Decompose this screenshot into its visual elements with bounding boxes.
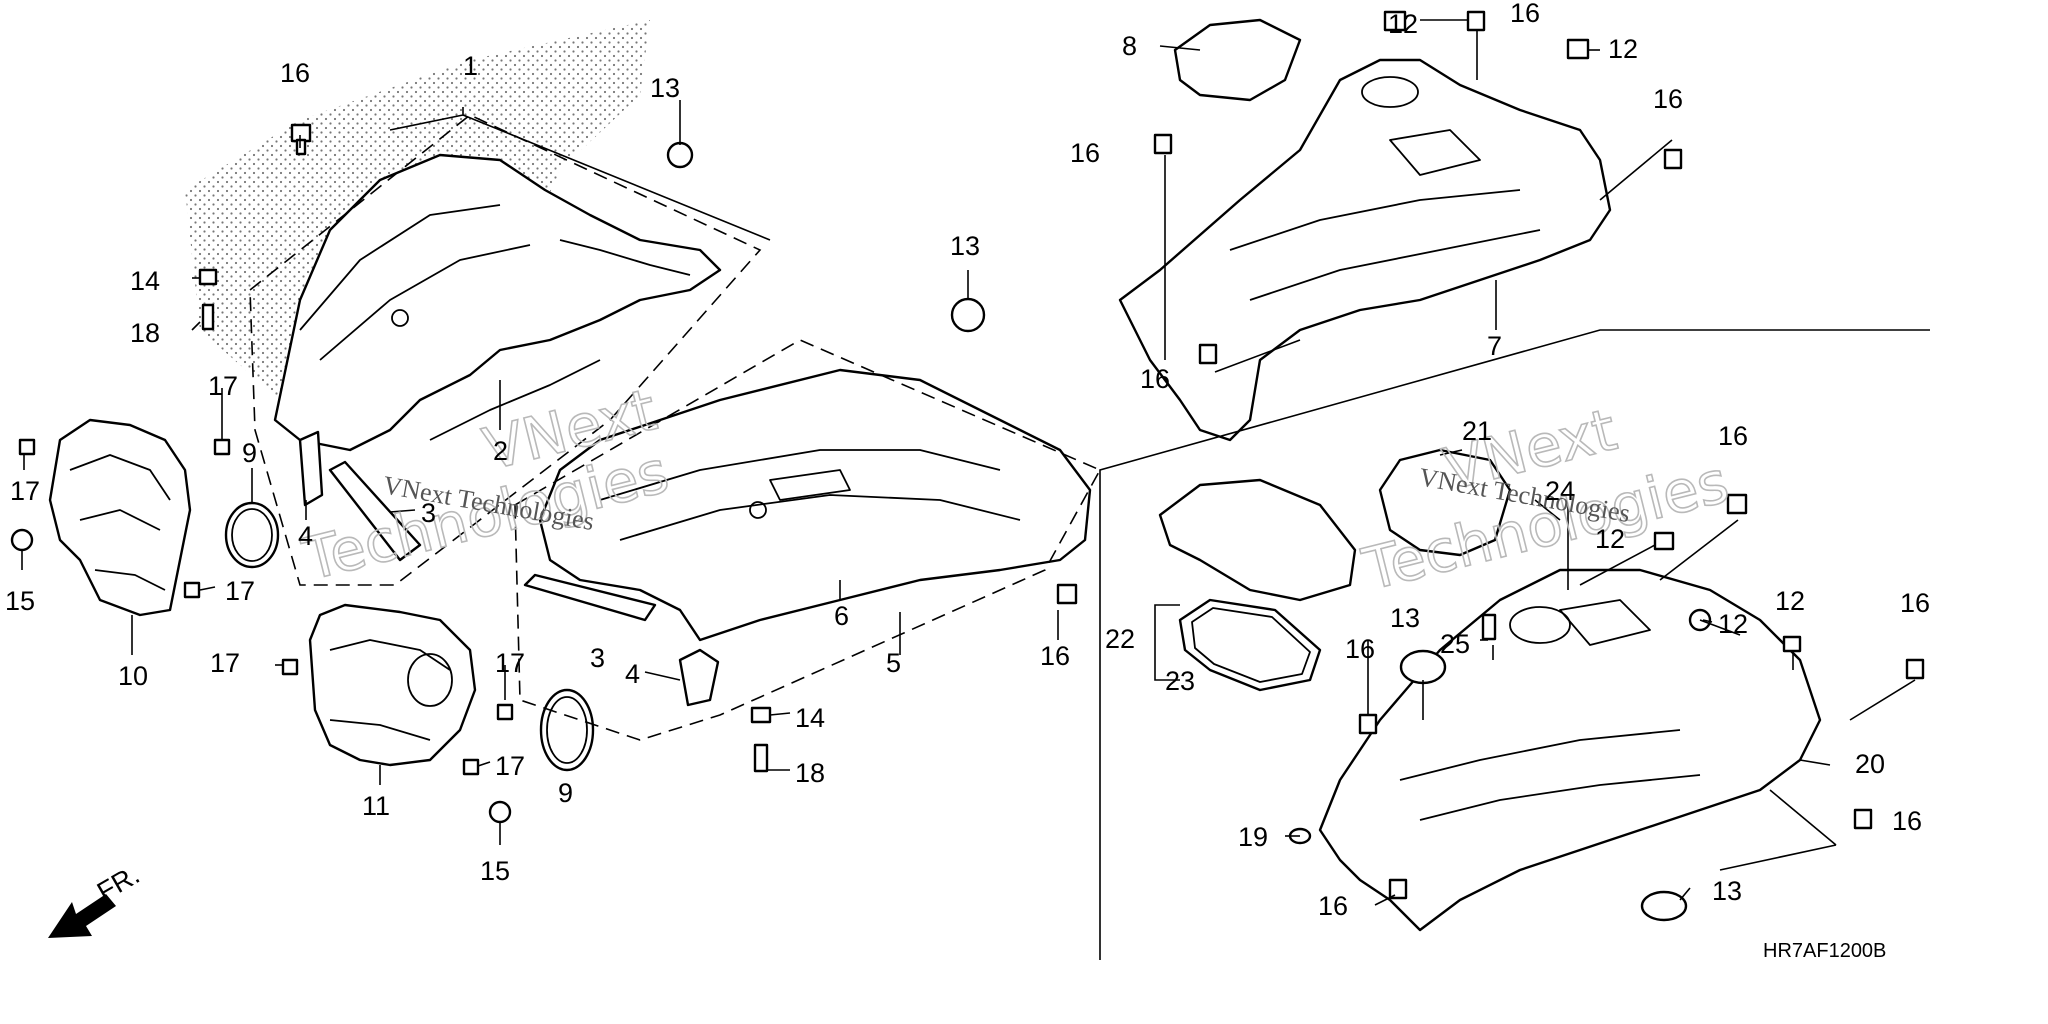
headlight-housing-left xyxy=(48,418,192,617)
callout-16: 16 xyxy=(1040,641,1070,671)
callout-18: 18 xyxy=(130,318,160,348)
callout-14: 14 xyxy=(795,703,825,733)
callout-17: 17 xyxy=(10,476,40,506)
callout-15: 15 xyxy=(480,856,510,886)
rear-fender-upper xyxy=(1118,58,1612,442)
callout-18: 18 xyxy=(795,758,825,788)
callout-7: 7 xyxy=(1487,331,1502,361)
leader-lines xyxy=(21,19,1916,906)
callout-13: 13 xyxy=(950,231,980,261)
callout-20: 20 xyxy=(1855,749,1885,779)
diagram-code: HR7AF1200B xyxy=(1763,940,1886,962)
callout-17: 17 xyxy=(210,648,240,678)
grommet-mid xyxy=(1399,649,1447,685)
callout-16: 16 xyxy=(1653,84,1683,114)
callout-5: 5 xyxy=(886,648,901,678)
callout-22: 22 xyxy=(1105,624,1135,654)
front-fender-shell xyxy=(273,153,722,452)
callout-12: 12 xyxy=(1388,9,1418,39)
callout-16: 16 xyxy=(1510,0,1540,28)
grommet-lower xyxy=(1640,890,1688,922)
headlight-housing-right xyxy=(308,603,477,767)
callout-16: 16 xyxy=(1140,364,1170,394)
callout-9: 9 xyxy=(242,438,257,468)
callout-6: 6 xyxy=(834,601,849,631)
callout-16: 16 xyxy=(1070,138,1100,168)
callout-12: 12 xyxy=(1608,34,1638,64)
callout-13: 13 xyxy=(650,73,680,103)
callout-3: 3 xyxy=(421,498,436,528)
callout-12: 12 xyxy=(1718,609,1748,639)
callout-9: 9 xyxy=(558,778,573,808)
front-inner-strip xyxy=(523,573,657,622)
callout-16: 16 xyxy=(280,58,310,88)
callout-12: 12 xyxy=(1595,524,1625,554)
front-small-pad xyxy=(298,430,324,507)
callout-16: 16 xyxy=(1892,806,1922,836)
callout-23: 23 xyxy=(1165,666,1195,696)
callout-19: 19 xyxy=(1238,822,1268,852)
callout-4: 4 xyxy=(625,659,640,689)
front-inner-fender xyxy=(538,368,1092,642)
seal-ring-left xyxy=(224,501,280,569)
front-direction-arrow: FR. xyxy=(48,859,145,938)
callout-21: 21 xyxy=(1462,416,1492,446)
front-inner-small-pad xyxy=(678,648,720,707)
callout-15: 15 xyxy=(5,586,35,616)
callout-17: 17 xyxy=(495,648,525,678)
callout-16: 16 xyxy=(1718,421,1748,451)
callout-3: 3 xyxy=(590,643,605,673)
callout-1: 1 xyxy=(463,51,478,81)
rear-gasket xyxy=(1178,598,1322,692)
fasteners xyxy=(10,10,1925,900)
front-fender-assembly xyxy=(273,153,722,452)
rear-cover-lid xyxy=(1173,18,1302,102)
callout-14: 14 xyxy=(130,266,160,296)
callout-17: 17 xyxy=(208,371,238,401)
callout-17: 17 xyxy=(225,576,255,606)
callout-labels: 1 2 3 3 4 4 5 6 7 8 9 9 10 11 12 12 12 1… xyxy=(5,0,1930,921)
callout-16: 16 xyxy=(1345,634,1375,664)
rear-tray xyxy=(1158,478,1357,602)
callout-16: 16 xyxy=(1900,588,1930,618)
callout-4: 4 xyxy=(298,521,313,551)
callout-13: 13 xyxy=(1390,603,1420,633)
callout-8: 8 xyxy=(1122,31,1137,61)
seal-ring-right xyxy=(539,688,595,772)
callout-17: 17 xyxy=(495,751,525,781)
callout-2: 2 xyxy=(493,436,508,466)
front-strip xyxy=(328,460,422,562)
callout-24: 24 xyxy=(1545,476,1575,506)
callout-13: 13 xyxy=(1712,876,1742,906)
callout-11: 11 xyxy=(362,791,390,821)
callout-10: 10 xyxy=(118,661,148,691)
callout-25: 25 xyxy=(1440,629,1470,659)
callout-16: 16 xyxy=(1318,891,1348,921)
rear-lid xyxy=(1378,448,1512,557)
callout-12: 12 xyxy=(1775,586,1805,616)
